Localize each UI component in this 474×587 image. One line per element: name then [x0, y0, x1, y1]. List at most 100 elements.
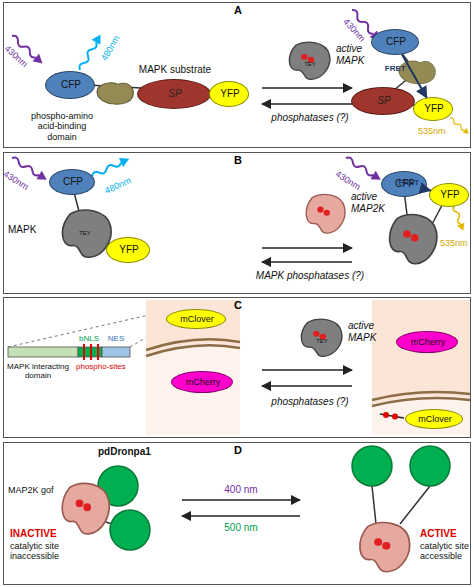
node-label: TEY [308, 338, 336, 345]
node-label: mClover [167, 314, 227, 324]
fret-arrow [402, 54, 427, 97]
node-label: YFP [414, 103, 454, 115]
panel-letter: C [231, 299, 245, 312]
emission-wave [76, 32, 105, 73]
state-label: INACTIVE [10, 528, 80, 540]
zoom-line [8, 312, 162, 347]
shape-path [289, 42, 329, 79]
node-label: active MAPK [336, 43, 376, 66]
reaction-arrow [262, 103, 352, 105]
phospho-site [317, 207, 323, 213]
nuclear-membrane [146, 339, 240, 350]
yfp-fluorophore: YFP [209, 81, 249, 107]
node-label: YFP [210, 88, 250, 100]
node-label: CFP [50, 176, 96, 188]
mcherry-fluorophore: mCherry [171, 371, 233, 393]
domain-label: NES [101, 334, 131, 343]
wavelength-label: 400 nm [216, 484, 266, 496]
node-label: mCherry [397, 337, 459, 347]
node-label: CFP [46, 79, 96, 91]
shape-outline [56, 479, 114, 539]
yfp-fluorophore: YFP [429, 183, 469, 207]
wavelength-label: 480nm [103, 174, 135, 196]
wavelength-label: 430nm [341, 17, 369, 46]
node-label: mCherry [172, 377, 234, 387]
node-label: MAP2K gof [8, 485, 58, 495]
node-label: YFP [107, 244, 151, 256]
node-label: phospho-amino acid-binding domain [25, 111, 99, 142]
sensor-bar [102, 347, 130, 357]
state-note: catalytic site accessible [420, 541, 472, 562]
binding-domain: phospho-amino acid-binding domain [93, 79, 137, 109]
mapk-substrate: SP [351, 87, 415, 115]
shape-path [97, 83, 133, 105]
phospho-site [83, 503, 91, 511]
panel-letter: D [231, 444, 245, 457]
cell [372, 300, 470, 435]
mclover-fluorophore: mClover [166, 309, 226, 329]
panel: D MAP2K gof [3, 442, 471, 585]
mcherry-fluorophore: mCherry [396, 331, 458, 353]
shape-path [306, 194, 345, 233]
phospho-site [76, 499, 84, 507]
phospho-site [324, 210, 330, 216]
domain-label: pdDronpa1 [98, 446, 158, 458]
map2k-kinase: MAP2K gof [56, 479, 114, 539]
reaction-arrow [182, 515, 300, 517]
wavelength-label: 535nm [440, 238, 470, 248]
reaction-arrow [262, 87, 352, 89]
mapk-kinase: active MAPKTEY [296, 316, 346, 360]
panel: ACFPphospho-amino acid-binding domainMAP… [3, 2, 471, 148]
mapk-kinase [390, 215, 437, 264]
wavelength-label: 430nm [334, 169, 365, 194]
shape-outline [301, 191, 349, 237]
phospho-site [383, 412, 389, 418]
nucleus [372, 396, 470, 435]
node-label: active MAP2K [351, 191, 395, 214]
fret-arrow [425, 189, 430, 190]
phospho-site [97, 344, 99, 360]
edge-label: FRET [382, 64, 408, 73]
shape-path [62, 210, 111, 257]
node-label: mClover [406, 414, 464, 424]
panel-letter: B [231, 154, 245, 167]
node-label: TEY [296, 61, 324, 68]
phospho-site [301, 54, 308, 60]
cell [146, 300, 240, 435]
shape-outline [93, 79, 137, 109]
emission-wave [448, 116, 471, 136]
panel-letter: A [231, 4, 245, 17]
reaction-arrow [262, 261, 352, 263]
reaction-arrow [262, 247, 352, 249]
phospho-site [90, 344, 92, 360]
phospho-site [313, 331, 320, 337]
reaction-arrow [182, 499, 300, 501]
reaction-arrow [262, 385, 352, 387]
map2k-kinase: active MAP2K [301, 191, 349, 237]
cfp-fluorophore: CFP [49, 169, 95, 195]
node-label: CFP [372, 36, 420, 48]
yfp-fluorophore: YFP [413, 97, 453, 121]
node-label: YFP [430, 189, 470, 201]
mapk-substrate: MAPK substrateSP [137, 79, 211, 109]
domain-label: bNLS [74, 334, 104, 343]
dronpa-domain [410, 446, 450, 486]
reaction-arrow [262, 369, 352, 371]
enzyme-label: MAPK phosphatases (?) [250, 270, 370, 282]
node-label: TEY [70, 230, 100, 237]
site-label: phospho-sites [76, 362, 138, 371]
node-label: MAPK substrate [132, 64, 218, 76]
node-label: active MAPK [348, 320, 388, 343]
domain-label: MAPK interacting domain [6, 362, 70, 380]
wavelength-label: 500 nm [216, 522, 266, 534]
phospho-site [83, 344, 85, 360]
nuclear-membrane [146, 345, 240, 356]
yfp-fluorophore: YFP [106, 237, 150, 263]
nuclear-membrane [372, 398, 470, 406]
map2k-kinase [360, 523, 410, 572]
cfp-fluorophore: CFP [45, 71, 95, 99]
wavelength-label: 535nm [418, 126, 448, 136]
shape-path [301, 319, 341, 356]
edge-label: FRET [396, 178, 422, 187]
panel: CmClovermCherryactive MAPKTEYmCherrymClo… [3, 297, 471, 438]
